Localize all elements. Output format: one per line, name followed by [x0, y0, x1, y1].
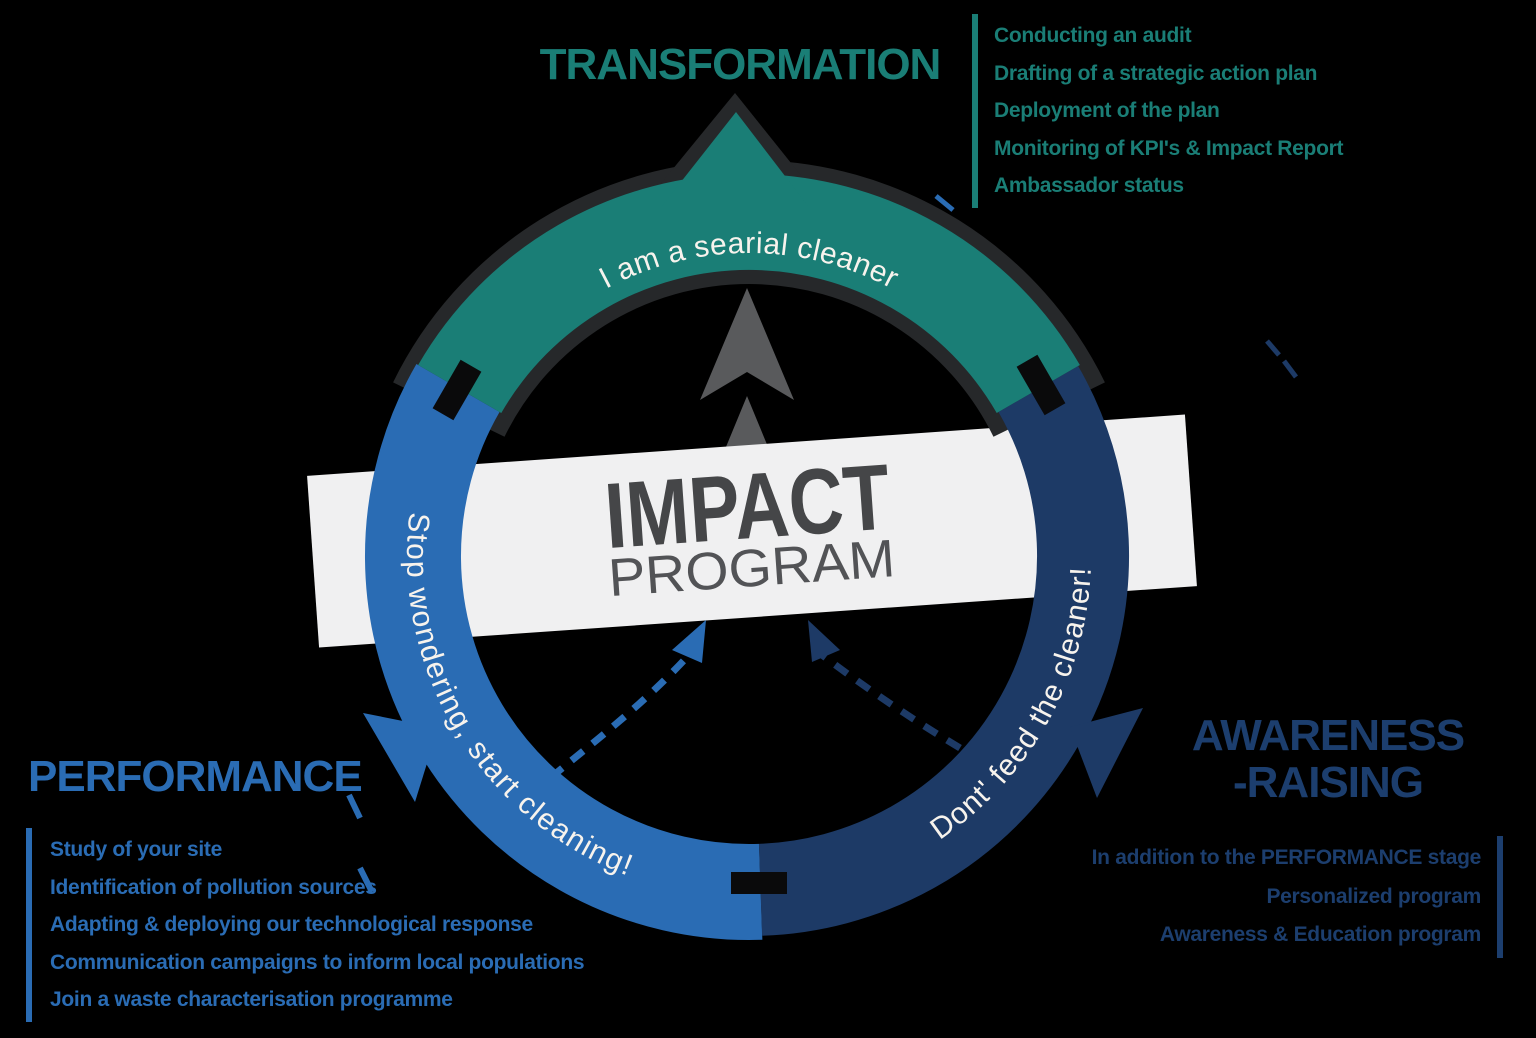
list-item: Communication campaigns to inform local … — [50, 950, 585, 974]
performance-steps-list: Study of your site Identification of pol… — [26, 828, 585, 1022]
banner-title: IMPACT — [601, 444, 893, 568]
stray-dash-top — [934, 194, 955, 212]
list-item: Conducting an audit — [994, 24, 1192, 47]
performance-arc — [365, 364, 763, 940]
awareness-steps-list: In addition to the PERFORMANCE stage Per… — [1092, 836, 1503, 958]
awareness-arc — [758, 366, 1130, 936]
arrow-up-icon — [672, 620, 706, 663]
list-item: Study of your site — [50, 838, 222, 861]
list-item: In addition to the PERFORMANCE stage — [1091, 846, 1482, 869]
list-item: Personalized program — [1266, 884, 1481, 908]
junction-pin-top-right — [1016, 354, 1066, 416]
list-item: Monitoring of KPI's & Impact Report — [994, 136, 1344, 160]
stray-dashes-bottom-left — [346, 793, 375, 894]
list-item: Ambassador status — [994, 174, 1184, 197]
performance-arrowhead-icon — [363, 713, 438, 802]
junction-pin-top-left — [432, 359, 482, 421]
transformation-arc-tip — [662, 112, 808, 206]
list-item: Deployment of the plan — [994, 99, 1220, 122]
center-banner: IMPACT PROGRAM — [307, 414, 1197, 648]
transformation-steps-list: Conducting an audit Drafting of a strate… — [972, 14, 1343, 208]
awareness-title-line1: AWARENESS — [1191, 711, 1465, 760]
dashed-feedback-arrow-right — [808, 620, 962, 752]
stray-dashes-top-right — [1265, 339, 1298, 379]
arrow-up-icon — [808, 620, 840, 662]
banner-background — [307, 414, 1197, 648]
awareness-title-line2: -RAISING — [1233, 758, 1424, 807]
transformation-arc — [418, 173, 1080, 414]
section-title-awareness: AWARENESS -RAISING — [1128, 712, 1528, 806]
list-item: Identification of pollution sources — [50, 875, 377, 899]
list-item: Awareness & Education program — [1159, 923, 1481, 946]
list-item: Join a waste characterisation programme — [50, 988, 453, 1011]
awareness-arrowhead-icon — [1070, 708, 1143, 798]
junction-pin-bottom — [731, 872, 787, 894]
list-item: Drafting of a strategic action plan — [994, 61, 1318, 85]
section-title-performance: PERFORMANCE — [28, 752, 363, 801]
list-item: Adapting & deploying our technological r… — [50, 913, 533, 936]
section-title-transformation: TRANSFORMATION — [539, 40, 942, 89]
dashed-feedback-arrow-left — [527, 620, 706, 798]
